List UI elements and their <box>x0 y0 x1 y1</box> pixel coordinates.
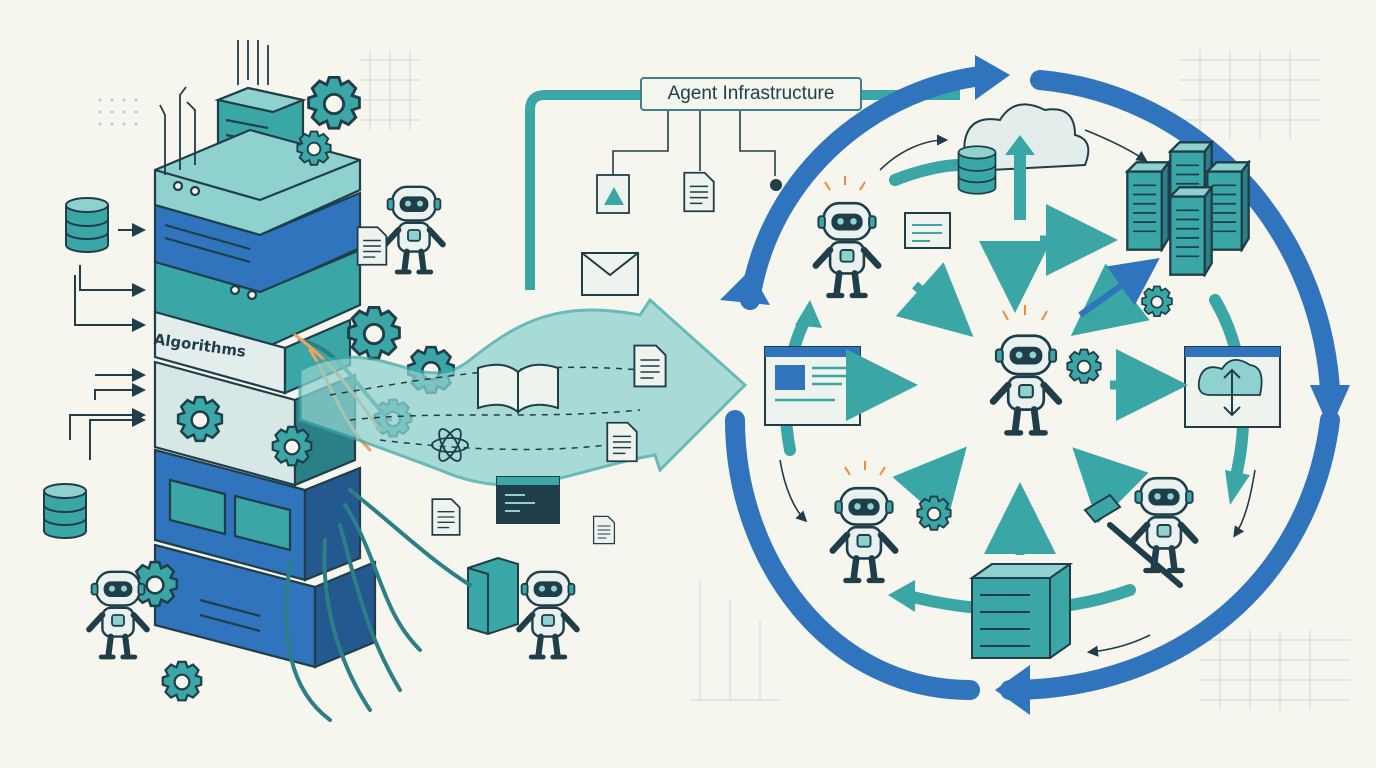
gear-icon <box>271 425 313 467</box>
server-rack-icon <box>1169 186 1213 276</box>
gear-icon <box>1066 348 1102 384</box>
cycle-arrowheads <box>720 55 1350 715</box>
gear-icon <box>916 495 952 531</box>
gear-icon <box>347 305 401 360</box>
box-held <box>467 556 519 636</box>
outer-cycle <box>725 65 1340 700</box>
inner-arrowheads <box>795 300 1250 612</box>
envelope-icon <box>581 252 639 296</box>
circuit-lines <box>159 40 269 175</box>
book-icon <box>477 363 559 415</box>
document-icon <box>633 344 667 388</box>
robot-icon <box>89 572 147 657</box>
server-rack-icon <box>1206 161 1250 251</box>
cloud-upload-icon <box>1184 346 1281 428</box>
robot-icon <box>519 572 577 657</box>
gear-icon <box>161 660 203 702</box>
server-rack-icon <box>968 563 1074 659</box>
background-grid <box>360 50 1350 710</box>
gear-icon <box>176 395 224 443</box>
document-icon <box>356 226 388 266</box>
database-icon <box>957 145 997 195</box>
robot-icon <box>816 203 878 295</box>
input-arrows <box>69 223 146 460</box>
message-card <box>904 212 951 249</box>
blue-diagonal <box>1078 258 1160 318</box>
robot-icon <box>833 488 895 580</box>
atom-icon <box>431 428 469 462</box>
gear-icon <box>296 130 332 166</box>
browser-window-icon <box>764 346 861 426</box>
document-icon <box>431 498 461 536</box>
robot-icon <box>993 336 1059 433</box>
dot-pattern <box>98 98 138 126</box>
agent-infrastructure-label: Agent Infrastructure <box>640 77 862 111</box>
server-rack-icon <box>1126 161 1170 251</box>
document-icon <box>592 515 616 545</box>
gear-icon <box>307 75 361 130</box>
robot-icon <box>385 187 443 272</box>
header-icons <box>596 171 782 214</box>
document-icon <box>683 171 715 213</box>
database-icon <box>42 482 88 540</box>
alert-rays <box>824 176 1048 476</box>
hammer-icon <box>1083 493 1183 588</box>
header-branches <box>612 111 776 176</box>
thin-arrows <box>779 129 1256 657</box>
gear-icon <box>1141 285 1173 318</box>
document-icon <box>606 421 638 463</box>
database-icon <box>64 196 110 254</box>
robot-icon <box>1133 478 1195 570</box>
code-window-icon <box>496 476 560 524</box>
